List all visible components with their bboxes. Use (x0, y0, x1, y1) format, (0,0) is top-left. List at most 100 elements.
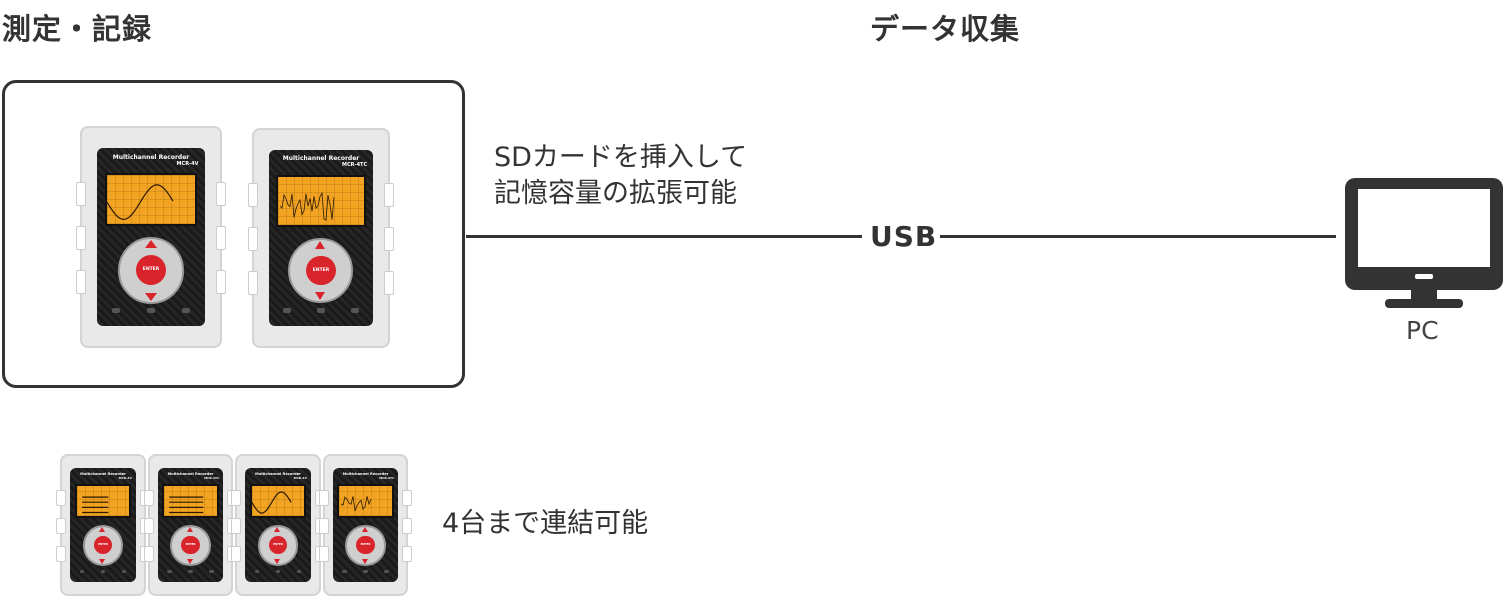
heading-data-collection: データ収集 (870, 12, 1021, 46)
function-button[interactable] (167, 570, 172, 574)
side-clip (216, 270, 226, 295)
function-button[interactable] (121, 570, 127, 574)
device-title: Multichannel Recorder (112, 153, 190, 161)
side-clip (248, 183, 258, 207)
up-arrow-icon (315, 240, 326, 249)
screen-trace (106, 184, 174, 220)
enter-button[interactable]: ENTER (135, 255, 167, 286)
screen-trace (341, 496, 372, 512)
bottom-buttons (70, 570, 135, 579)
device-model: MCR-4V (118, 476, 132, 481)
enter-button[interactable]: ENTER (181, 536, 200, 555)
device-screen (74, 484, 132, 519)
function-button[interactable] (112, 308, 121, 314)
device-title: Multichannel Recorder (80, 471, 126, 476)
up-arrow-icon (186, 526, 193, 532)
device-screen (104, 173, 198, 227)
screen-graphic (82, 496, 109, 514)
screen-graphic (251, 491, 292, 514)
device-model: MCR-4V (293, 476, 307, 481)
device-title: Multichannel Recorder (255, 471, 301, 476)
bottom-buttons (158, 570, 223, 579)
function-button[interactable] (283, 308, 292, 314)
function-button[interactable] (363, 570, 368, 574)
side-clip (231, 546, 241, 563)
side-clip (384, 183, 394, 207)
side-clip (56, 546, 66, 563)
side-clip (216, 225, 226, 251)
direction-pad (257, 524, 299, 566)
down-arrow-icon (186, 558, 193, 564)
side-clip (318, 489, 329, 506)
function-button[interactable] (181, 308, 190, 314)
device-title: Multichannel Recorder (342, 471, 389, 476)
side-clip (402, 546, 412, 563)
device-screen (275, 174, 367, 228)
up-arrow-icon (99, 526, 106, 532)
down-arrow-icon (274, 558, 281, 564)
screen-graphic (279, 191, 335, 221)
bottom-buttons (245, 570, 310, 579)
usb-line-right (940, 235, 1336, 238)
function-button[interactable] (350, 308, 359, 314)
side-clip (248, 271, 258, 295)
up-arrow-icon (274, 526, 281, 532)
sd-caption: SDカードを挿入して 記憶容量の拡張可能 (494, 140, 747, 212)
side-clip (318, 546, 329, 563)
device-frame (2, 80, 465, 388)
enter-button[interactable]: ENTER (356, 536, 375, 555)
function-button[interactable] (296, 570, 302, 574)
side-clip (384, 271, 394, 295)
function-button[interactable] (188, 570, 193, 574)
usb-line-left (466, 235, 862, 238)
side-clip (76, 270, 86, 295)
pc-label: PC (1406, 316, 1439, 345)
down-arrow-icon (315, 292, 326, 301)
screen-trace (169, 496, 204, 514)
function-button[interactable] (100, 570, 106, 574)
device-model: MCR-4TC (204, 476, 220, 481)
function-button[interactable] (254, 570, 260, 574)
side-clip (231, 489, 241, 506)
side-clip (318, 517, 329, 535)
up-arrow-icon (361, 526, 368, 532)
device-model: MCR-4TC (379, 476, 395, 481)
screen-trace (82, 496, 109, 514)
function-button[interactable] (275, 570, 281, 574)
screen-graphic (341, 496, 372, 512)
device-title: Multichannel Recorder (167, 471, 214, 476)
function-button[interactable] (316, 308, 325, 314)
function-button[interactable] (79, 570, 85, 574)
side-clip (248, 227, 258, 251)
usb-label: USB (870, 220, 938, 253)
side-clip (216, 181, 226, 206)
function-button[interactable] (384, 570, 389, 574)
enter-button[interactable]: ENTER (268, 536, 288, 555)
function-button[interactable] (146, 308, 155, 314)
function-button[interactable] (342, 570, 347, 574)
heading-measure-record: 測定・記録 (2, 12, 153, 46)
function-button[interactable] (209, 570, 214, 574)
side-clip (143, 517, 154, 535)
side-clip (76, 225, 86, 251)
side-clip (143, 489, 154, 506)
device-model: MCR-4TC (342, 162, 368, 169)
enter-button[interactable]: ENTER (306, 255, 336, 286)
device-title: Multichannel Recorder (282, 155, 360, 163)
down-arrow-icon (99, 558, 106, 564)
device-screen (337, 484, 394, 519)
enter-button[interactable]: ENTER (93, 536, 113, 555)
monitor-icon (1345, 178, 1503, 308)
side-clip (402, 517, 412, 535)
